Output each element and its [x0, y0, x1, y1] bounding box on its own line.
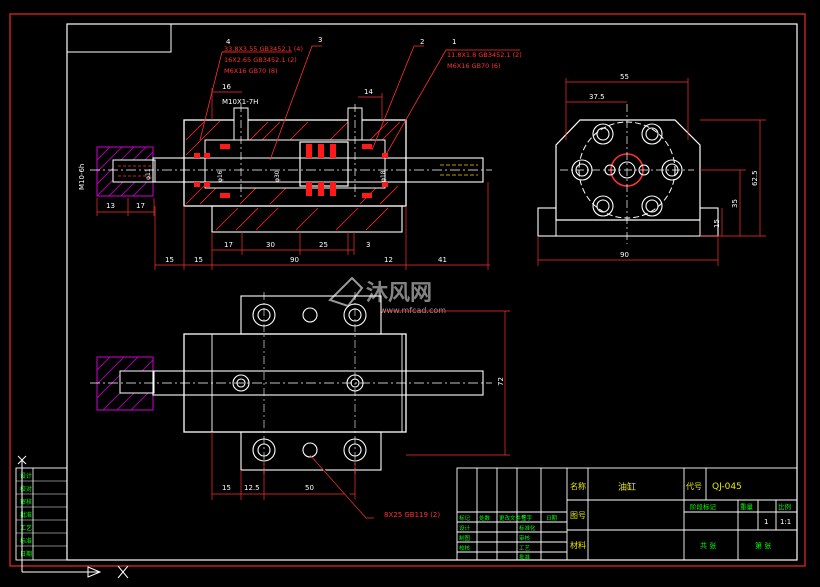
dim-15-side: 15	[713, 219, 721, 228]
side-dimension-lines	[537, 78, 766, 266]
watermark-brand: 沐风网	[366, 281, 432, 306]
dim-12-5: 12.5	[244, 484, 260, 492]
rev-count: 处数	[479, 514, 491, 522]
label-stage: 阶段标记	[690, 502, 717, 511]
rev-file: 更改文件号	[499, 514, 527, 522]
balloon-3: 3	[318, 36, 322, 44]
watermark: 沐风网 www.mfcad.com	[328, 276, 446, 315]
dim-15-plan: 15	[222, 484, 231, 492]
row-approve: 批准	[519, 553, 531, 561]
outer-border	[9, 13, 806, 567]
label-name: 名称	[570, 481, 586, 491]
side-view: 55 37.5 62.5 35 15 90	[537, 73, 766, 266]
drawing-number: QJ-045	[712, 482, 742, 492]
side-stamp-label: 校对	[20, 485, 32, 493]
dim-bottom-3: 3	[366, 241, 370, 249]
label-material: 材料	[570, 540, 586, 550]
dim-bottom-41: 41	[438, 256, 447, 264]
dim-55: 55	[620, 73, 629, 81]
side-stamp-label: 日期	[20, 550, 32, 558]
dim-50: 50	[305, 484, 314, 492]
dim-14: 14	[364, 88, 373, 96]
watermark-url: www.mfcad.com	[380, 306, 446, 315]
dim-16: 16	[222, 83, 231, 91]
dim-bottom-15b: 15	[194, 256, 203, 264]
watermark-logo-icon	[328, 276, 364, 308]
dim-bottom-12: 12	[384, 256, 393, 264]
dim-72: 72	[497, 377, 505, 386]
callout-oring-11: 11.8X1.8 GB3452.1 (2)	[447, 51, 522, 59]
row-draw: 制图	[459, 534, 471, 542]
row-check: 校核	[459, 544, 471, 552]
cylinder-base	[211, 205, 403, 233]
rev-mark: 标记	[459, 514, 471, 522]
front-section-view: 4 3 2 1 33.8X3.55 GB3452.1 (4) 16X2.65 G…	[78, 36, 522, 270]
callout-screw-left: M6X16 GB70 (8)	[224, 67, 278, 75]
label-code: 代号	[686, 481, 702, 491]
side-stamp	[15, 467, 68, 561]
dim-17-rod: 17	[136, 202, 145, 210]
inner-border	[66, 23, 798, 561]
side-stamp-label: 工艺	[20, 524, 32, 532]
callout-port-thread: M10X1-7H	[222, 98, 258, 106]
side-stamp-label: 批准	[20, 511, 32, 519]
dim-phi18: φ18	[380, 170, 387, 182]
rev-sign: 签字	[521, 514, 533, 522]
side-stamp-label: 审核	[20, 498, 32, 506]
dim-bottom-17: 17	[224, 241, 233, 249]
balloon-4: 4	[226, 38, 231, 46]
ucs-axis-icon	[17, 455, 129, 579]
dim-bottom-25: 25	[319, 241, 328, 249]
dim-phi30: φ30	[274, 170, 281, 182]
dim-bottom-90: 90	[290, 256, 299, 264]
title-block	[456, 467, 798, 561]
callout-oring-33: 33.8X3.55 GB3452.1 (4)	[224, 45, 303, 53]
scale-value: 1:1	[780, 518, 791, 526]
callout-screw-right: M6X16 GB70 (6)	[447, 62, 501, 70]
label-weight: 重量	[740, 503, 754, 511]
callout-pin: 8X25 GB119 (2)	[384, 511, 440, 519]
row-std-check: 标准化	[519, 524, 536, 532]
label-figure: 图号	[570, 511, 586, 520]
title-block-text: 名称 油缸 代号 QJ-045 图号 材料 阶段标记 重量 比例 1 1:1 共…	[459, 481, 791, 561]
dim-phi16: φ16	[217, 170, 224, 182]
leader-lines	[199, 45, 520, 161]
sheet-number: 第 张	[755, 541, 771, 550]
dim-bottom-15a: 15	[165, 256, 174, 264]
side-stamp-label: 设计	[20, 472, 32, 480]
quantity-value: 1	[764, 518, 768, 526]
side-stamp-label: 标准	[20, 537, 32, 545]
corner-code-box	[66, 23, 172, 53]
part-name: 油缸	[618, 481, 636, 493]
dim-37-5: 37.5	[589, 93, 605, 101]
row-design: 设计	[459, 524, 471, 532]
sheet-total: 共 张	[700, 541, 716, 550]
dim-90-side: 90	[620, 251, 629, 259]
bolt-holes	[571, 123, 683, 217]
callout-oring-16: 16X2.65 GB3452.1 (2)	[224, 56, 297, 64]
label-scale: 比例	[778, 502, 791, 511]
callout-rod-thread: M10-6h	[78, 164, 86, 190]
plan-dimension-lines	[211, 310, 510, 519]
row-process: 工艺	[519, 545, 531, 552]
dim-bottom-30: 30	[266, 241, 275, 249]
dim-35: 35	[731, 199, 739, 208]
plan-view: 72 15 12.5 50 8X25 GB119 (2)	[90, 292, 510, 519]
balloon-1: 1	[452, 38, 456, 46]
rev-date: 日期	[546, 515, 558, 522]
balloon-2: 2	[420, 38, 424, 46]
top-dimension-lines	[96, 88, 490, 270]
row-review: 审核	[519, 534, 531, 542]
body-hatch	[185, 120, 401, 231]
dim-13: 13	[106, 202, 115, 210]
dim-phi11: φ11	[145, 168, 152, 180]
dim-62-5: 62.5	[751, 170, 759, 186]
